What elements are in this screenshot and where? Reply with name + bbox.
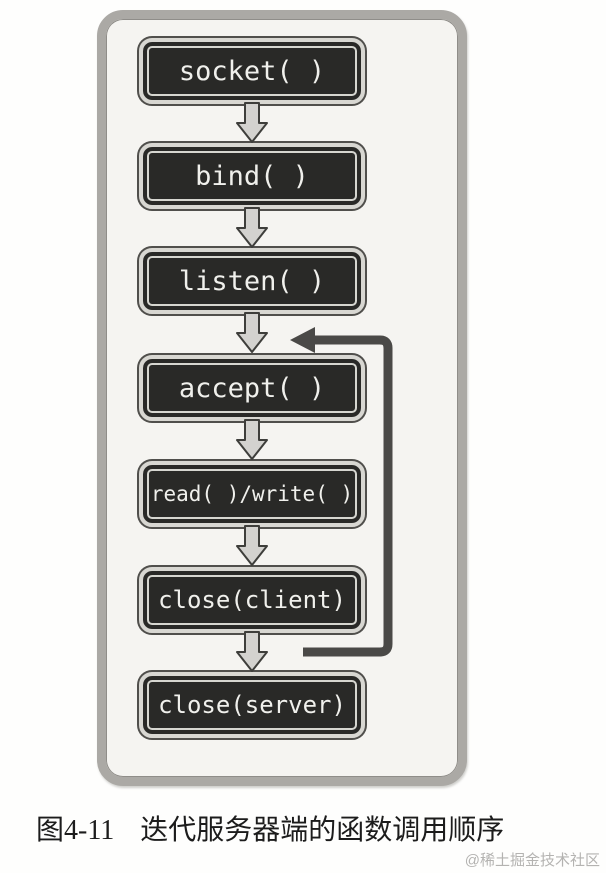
down-arrow-icon xyxy=(236,102,268,143)
flow-box-label: close(server) xyxy=(158,691,346,719)
down-arrow-icon xyxy=(236,207,268,248)
figure-number: 图4-11 xyxy=(36,815,115,846)
flow-box-socket: socket( ) xyxy=(139,38,365,104)
flow-box-listen: listen( ) xyxy=(139,248,365,314)
flow-box-read-write: read( )/write( ) xyxy=(139,461,365,527)
flow-box-label: read( )/write( ) xyxy=(150,482,354,506)
flow-box-bind: bind( ) xyxy=(139,143,365,209)
down-arrow-icon xyxy=(236,631,268,672)
down-arrow-icon xyxy=(236,312,268,353)
flow-box-label: bind( ) xyxy=(195,160,309,192)
flow-box-accept: accept( ) xyxy=(139,355,365,421)
flow-box-close-server: close(server) xyxy=(139,672,365,738)
down-arrow-icon xyxy=(236,419,268,460)
down-arrow-icon xyxy=(236,525,268,566)
flow-box-close-client: close(client) xyxy=(139,567,365,633)
watermark: @稀土掘金技术社区 xyxy=(464,852,600,869)
figure-caption: 图4-11 迭代服务器端的函数调用顺序 xyxy=(36,808,504,848)
figure-title: 迭代服务器端的函数调用顺序 xyxy=(140,815,505,846)
flow-box-label: accept( ) xyxy=(178,372,326,404)
flow-box-label: socket( ) xyxy=(178,55,326,87)
flow-box-label: listen( ) xyxy=(178,265,326,297)
flow-box-label: close(client) xyxy=(158,586,346,614)
